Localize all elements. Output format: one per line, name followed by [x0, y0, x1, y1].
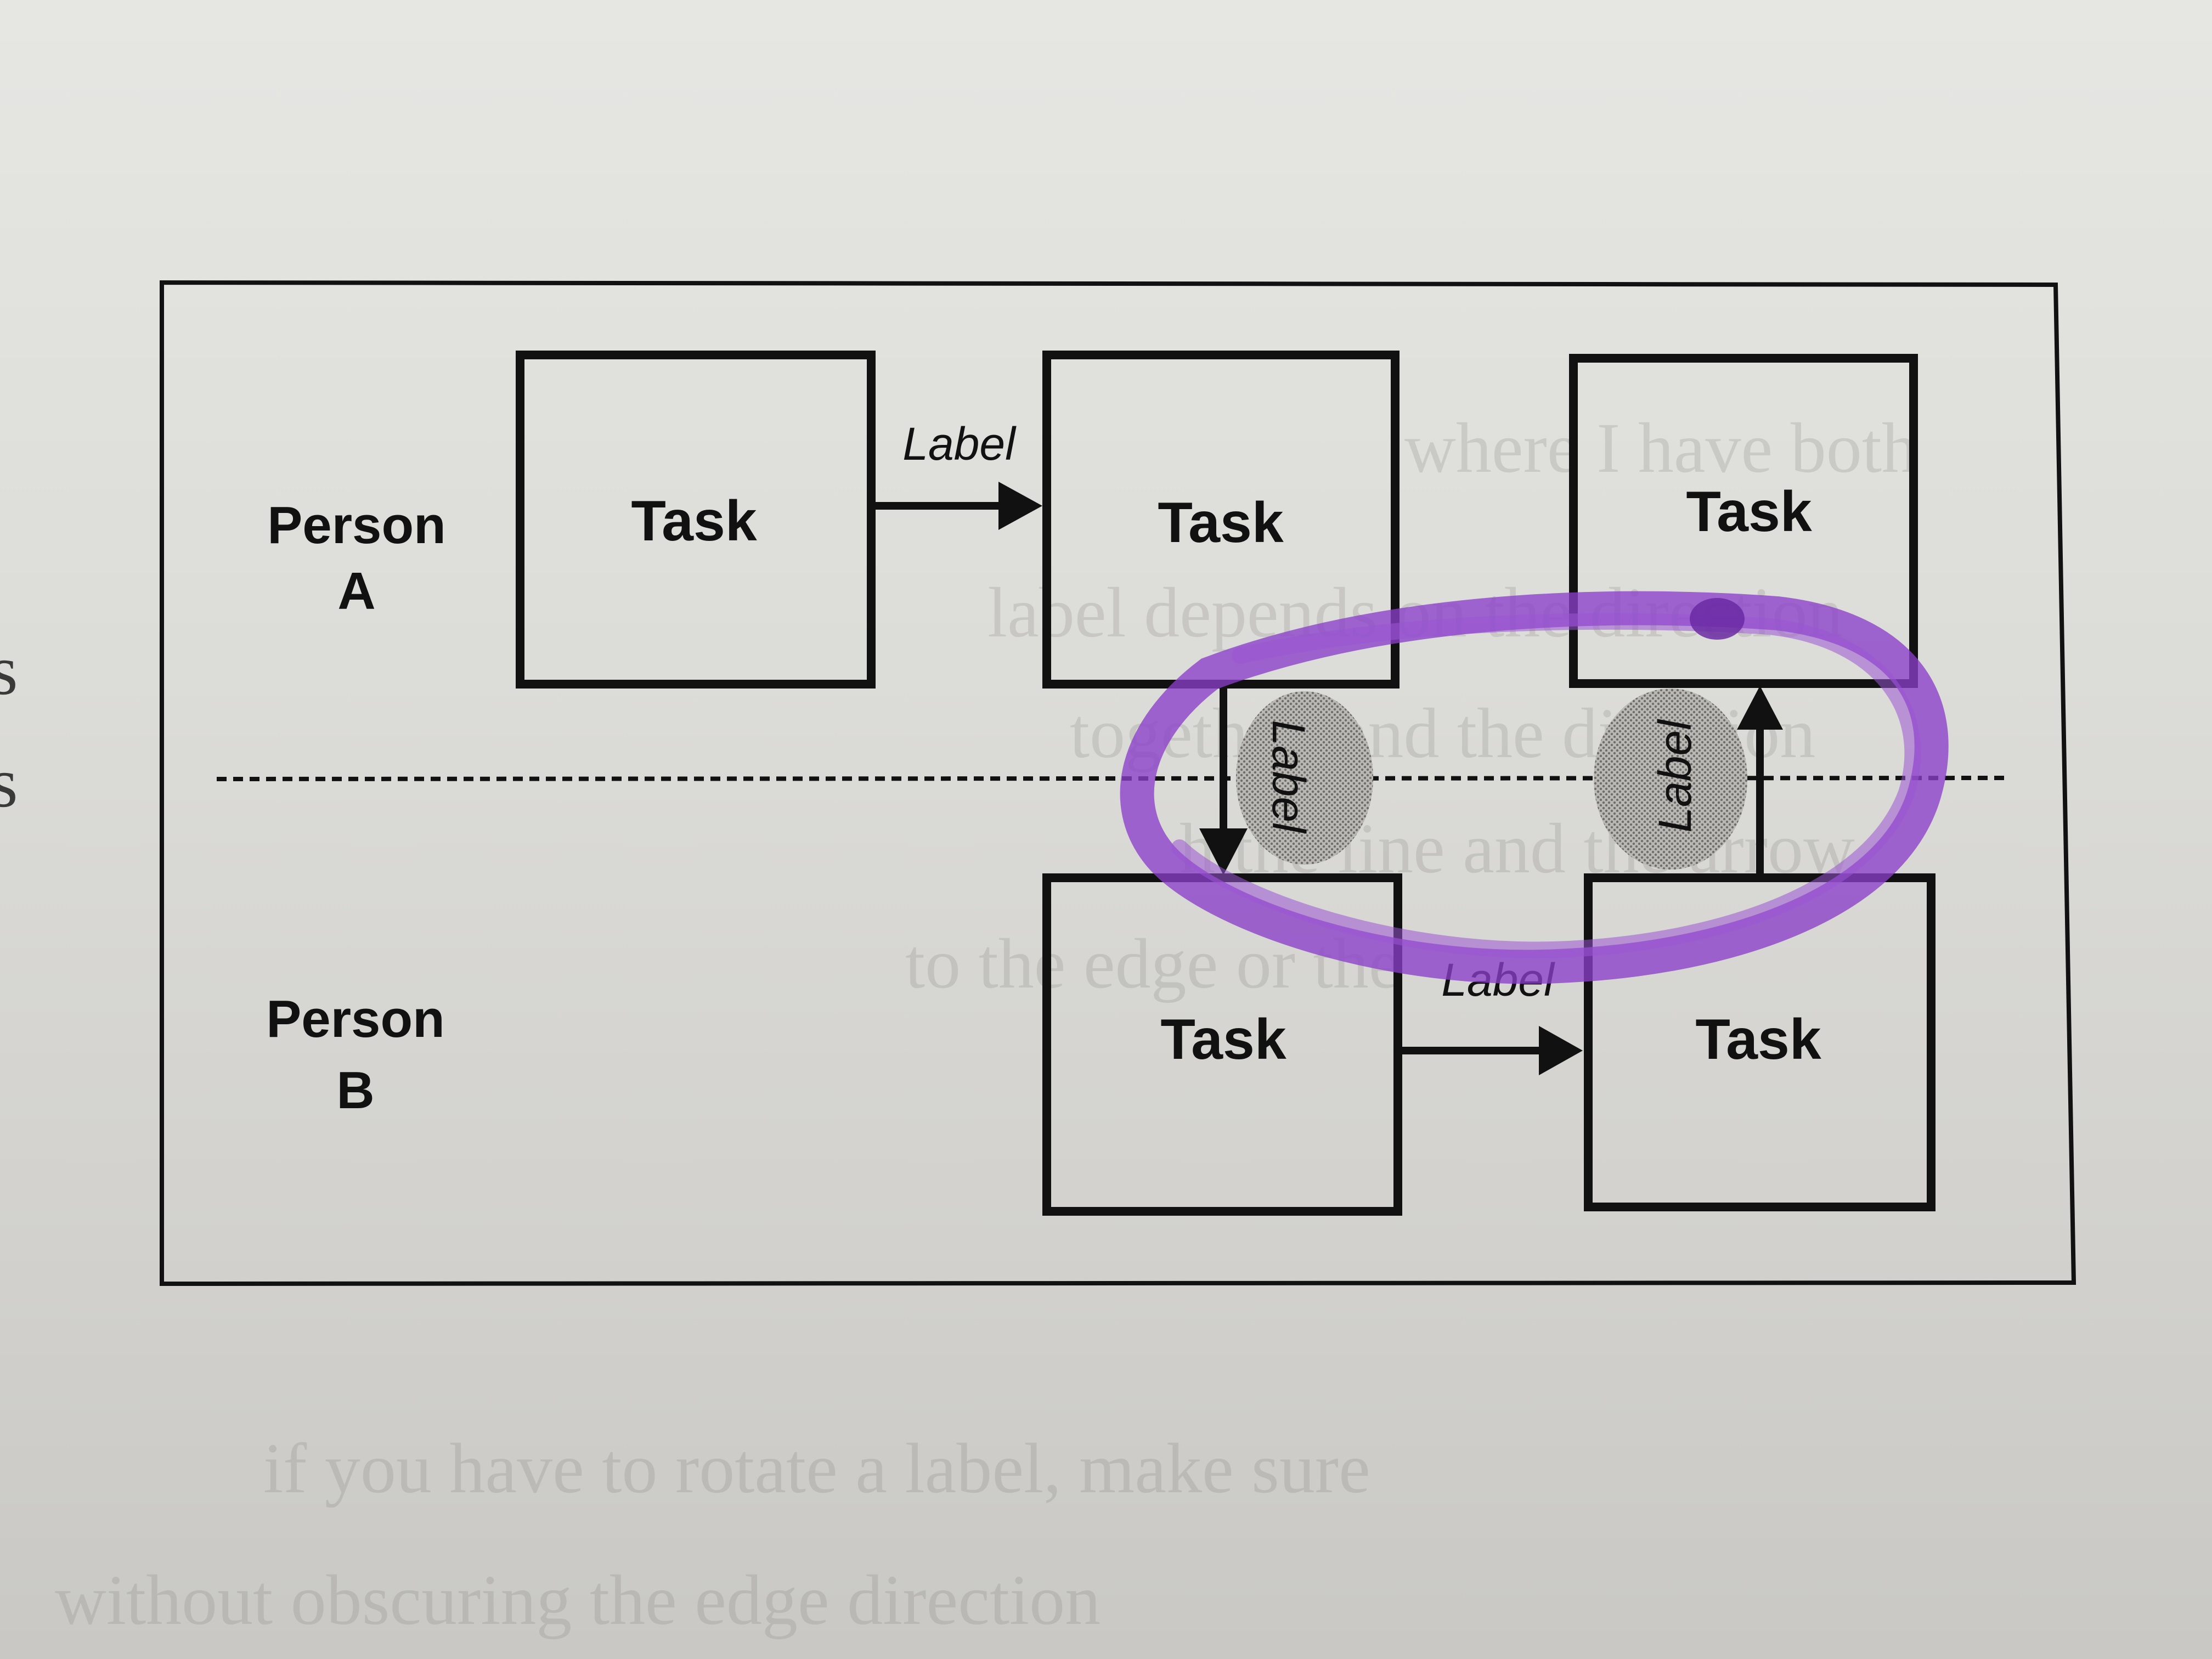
label-badge-b2-a3 [1594, 689, 1747, 870]
edge-label-b2-a3: Label [1649, 719, 1701, 833]
task-box-b2 [1584, 873, 1936, 1211]
task-box-a3 [1569, 354, 1918, 688]
task-box-a1 [516, 351, 876, 689]
task-label-a3: Task [1686, 480, 1812, 544]
lane-label-person-a: A [337, 562, 375, 620]
task-label-a2: Task [1158, 491, 1283, 555]
diagram-frame [160, 280, 2076, 1286]
lane-label-person-a: Person [267, 496, 445, 555]
arrowhead-right-icon [998, 482, 1042, 530]
lane-divider [216, 776, 2008, 781]
bleed-line: where I have both [1404, 409, 1917, 488]
bleed-line: without obscuring the edge direction [55, 1561, 1101, 1640]
margin-letter: s [0, 631, 18, 710]
lane-label-person-b: B [336, 1061, 374, 1120]
task-label-b2: Task [1695, 1008, 1821, 1071]
lane-label-person-b: Person [266, 990, 444, 1048]
bleed-line: if you have to rotate a label, make sure [263, 1429, 1370, 1508]
arrowhead-down-icon [1199, 828, 1248, 875]
label-badge-a2-b1 [1236, 691, 1373, 865]
arrowhead-right-icon [1539, 1026, 1583, 1075]
edge-label-a1-a2: Label [902, 418, 1017, 470]
edge-label-a2-b1: Label [1263, 720, 1314, 834]
highlight-loop [1120, 591, 1949, 984]
margin-letter: s [0, 743, 18, 822]
task-label-b1: Task [1160, 1008, 1286, 1071]
task-label-a1: Task [631, 489, 757, 553]
arrowhead-up-icon [1737, 686, 1783, 730]
